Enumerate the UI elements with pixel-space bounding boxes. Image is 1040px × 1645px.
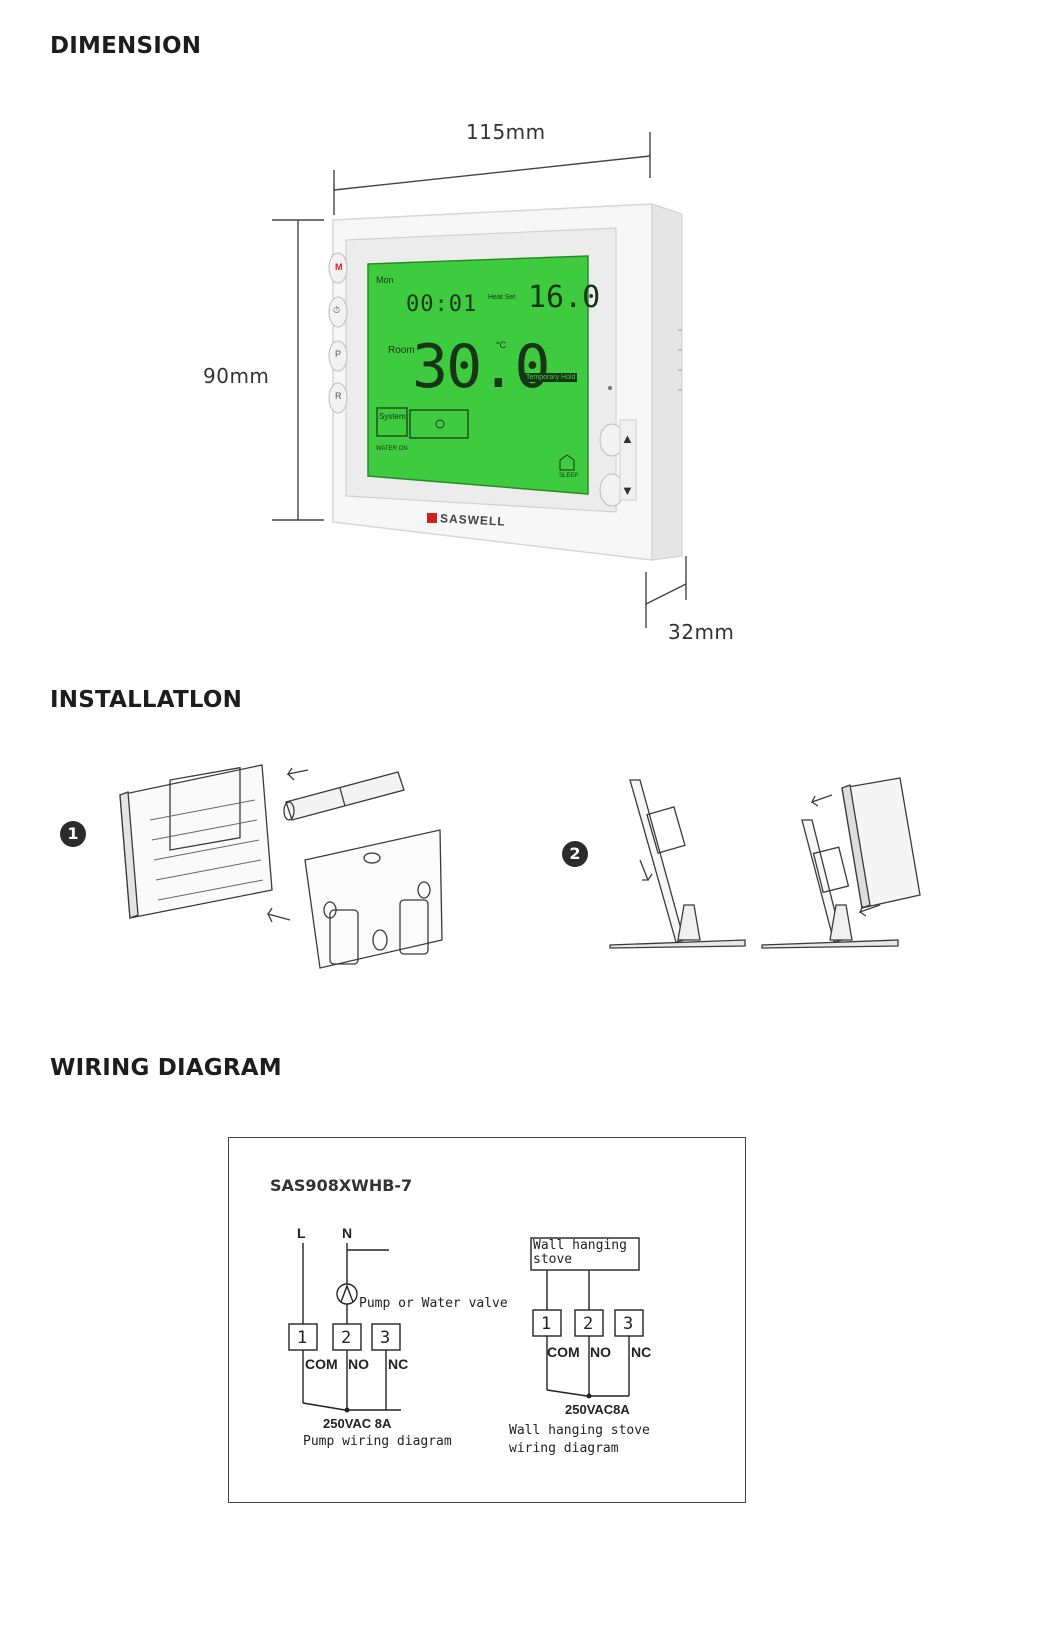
dimension-heading: DIMENSION	[50, 33, 202, 59]
left-nc-label: NC	[388, 1356, 409, 1372]
lcd-water-label: WATER ON	[376, 446, 408, 452]
wiring-schematic	[288, 1237, 644, 1413]
thermostat-dimension-drawing	[272, 132, 687, 628]
pump-label: Pump or Water valve	[359, 1296, 508, 1311]
width-label: 115mm	[466, 120, 546, 144]
lcd-heat-set-value: 16.0	[528, 280, 601, 315]
mode-button[interactable]: M	[335, 262, 343, 272]
lcd-room-value: 30.0	[412, 332, 550, 402]
wiring-diagram-frame: SAS908XWHB-7	[228, 1137, 746, 1503]
stove-label-line1: Wall hanging	[533, 1238, 627, 1253]
depth-label: 32mm	[668, 620, 735, 644]
left-caption: Pump wiring diagram	[303, 1434, 452, 1449]
right-no-label: NO	[590, 1344, 611, 1360]
model-number: SAS908XWHB-7	[270, 1176, 413, 1195]
lcd-time: 00:01	[406, 292, 478, 317]
lcd-day: Mon	[376, 275, 394, 285]
left-terminal-1: 1	[297, 1328, 308, 1348]
installation-heading: INSTALLATLON	[50, 687, 243, 713]
right-nc-label: NC	[631, 1344, 652, 1360]
right-caption-line2: wiring diagram	[509, 1441, 619, 1456]
right-com-label: COM	[547, 1344, 580, 1360]
height-label: 90mm	[203, 364, 270, 388]
clock-button[interactable]: ⏱	[333, 305, 341, 315]
neutral-label: N	[342, 1225, 353, 1241]
up-arrow-button[interactable]: ▲	[621, 431, 634, 446]
step-1-badge: 1	[60, 821, 86, 847]
left-rating: 250VAC 8A	[323, 1416, 392, 1431]
right-rating: 250VAC8A	[565, 1402, 630, 1417]
left-no-label: NO	[348, 1356, 369, 1372]
step-2-badge: 2	[562, 841, 588, 867]
wiring-heading: WIRING DIAGRAM	[50, 1055, 282, 1081]
reset-button[interactable]: R	[335, 391, 342, 401]
lcd-system-label: System	[379, 412, 406, 421]
lcd-sleep-label: SLEEP	[559, 473, 579, 479]
lcd-room-label: Room	[388, 345, 415, 356]
lcd-heat-set-label: Heat Set	[488, 294, 516, 301]
down-arrow-button[interactable]: ▼	[621, 483, 634, 498]
right-terminal-3: 3	[623, 1314, 634, 1334]
left-com-label: COM	[305, 1356, 338, 1372]
left-terminal-2: 2	[341, 1328, 352, 1348]
program-button[interactable]: P	[335, 349, 342, 359]
lcd-unit: °C	[496, 340, 507, 350]
right-terminal-1: 1	[541, 1314, 552, 1334]
lcd-hold-badge: Temporary Hold	[524, 373, 578, 382]
right-caption-line1: Wall hanging stove	[509, 1423, 650, 1438]
stove-label-line2: stove	[533, 1252, 573, 1267]
right-terminal-2: 2	[583, 1314, 594, 1334]
installation-drawing	[119, 764, 921, 969]
left-terminal-3: 3	[380, 1328, 391, 1348]
line-label: L	[297, 1225, 306, 1241]
